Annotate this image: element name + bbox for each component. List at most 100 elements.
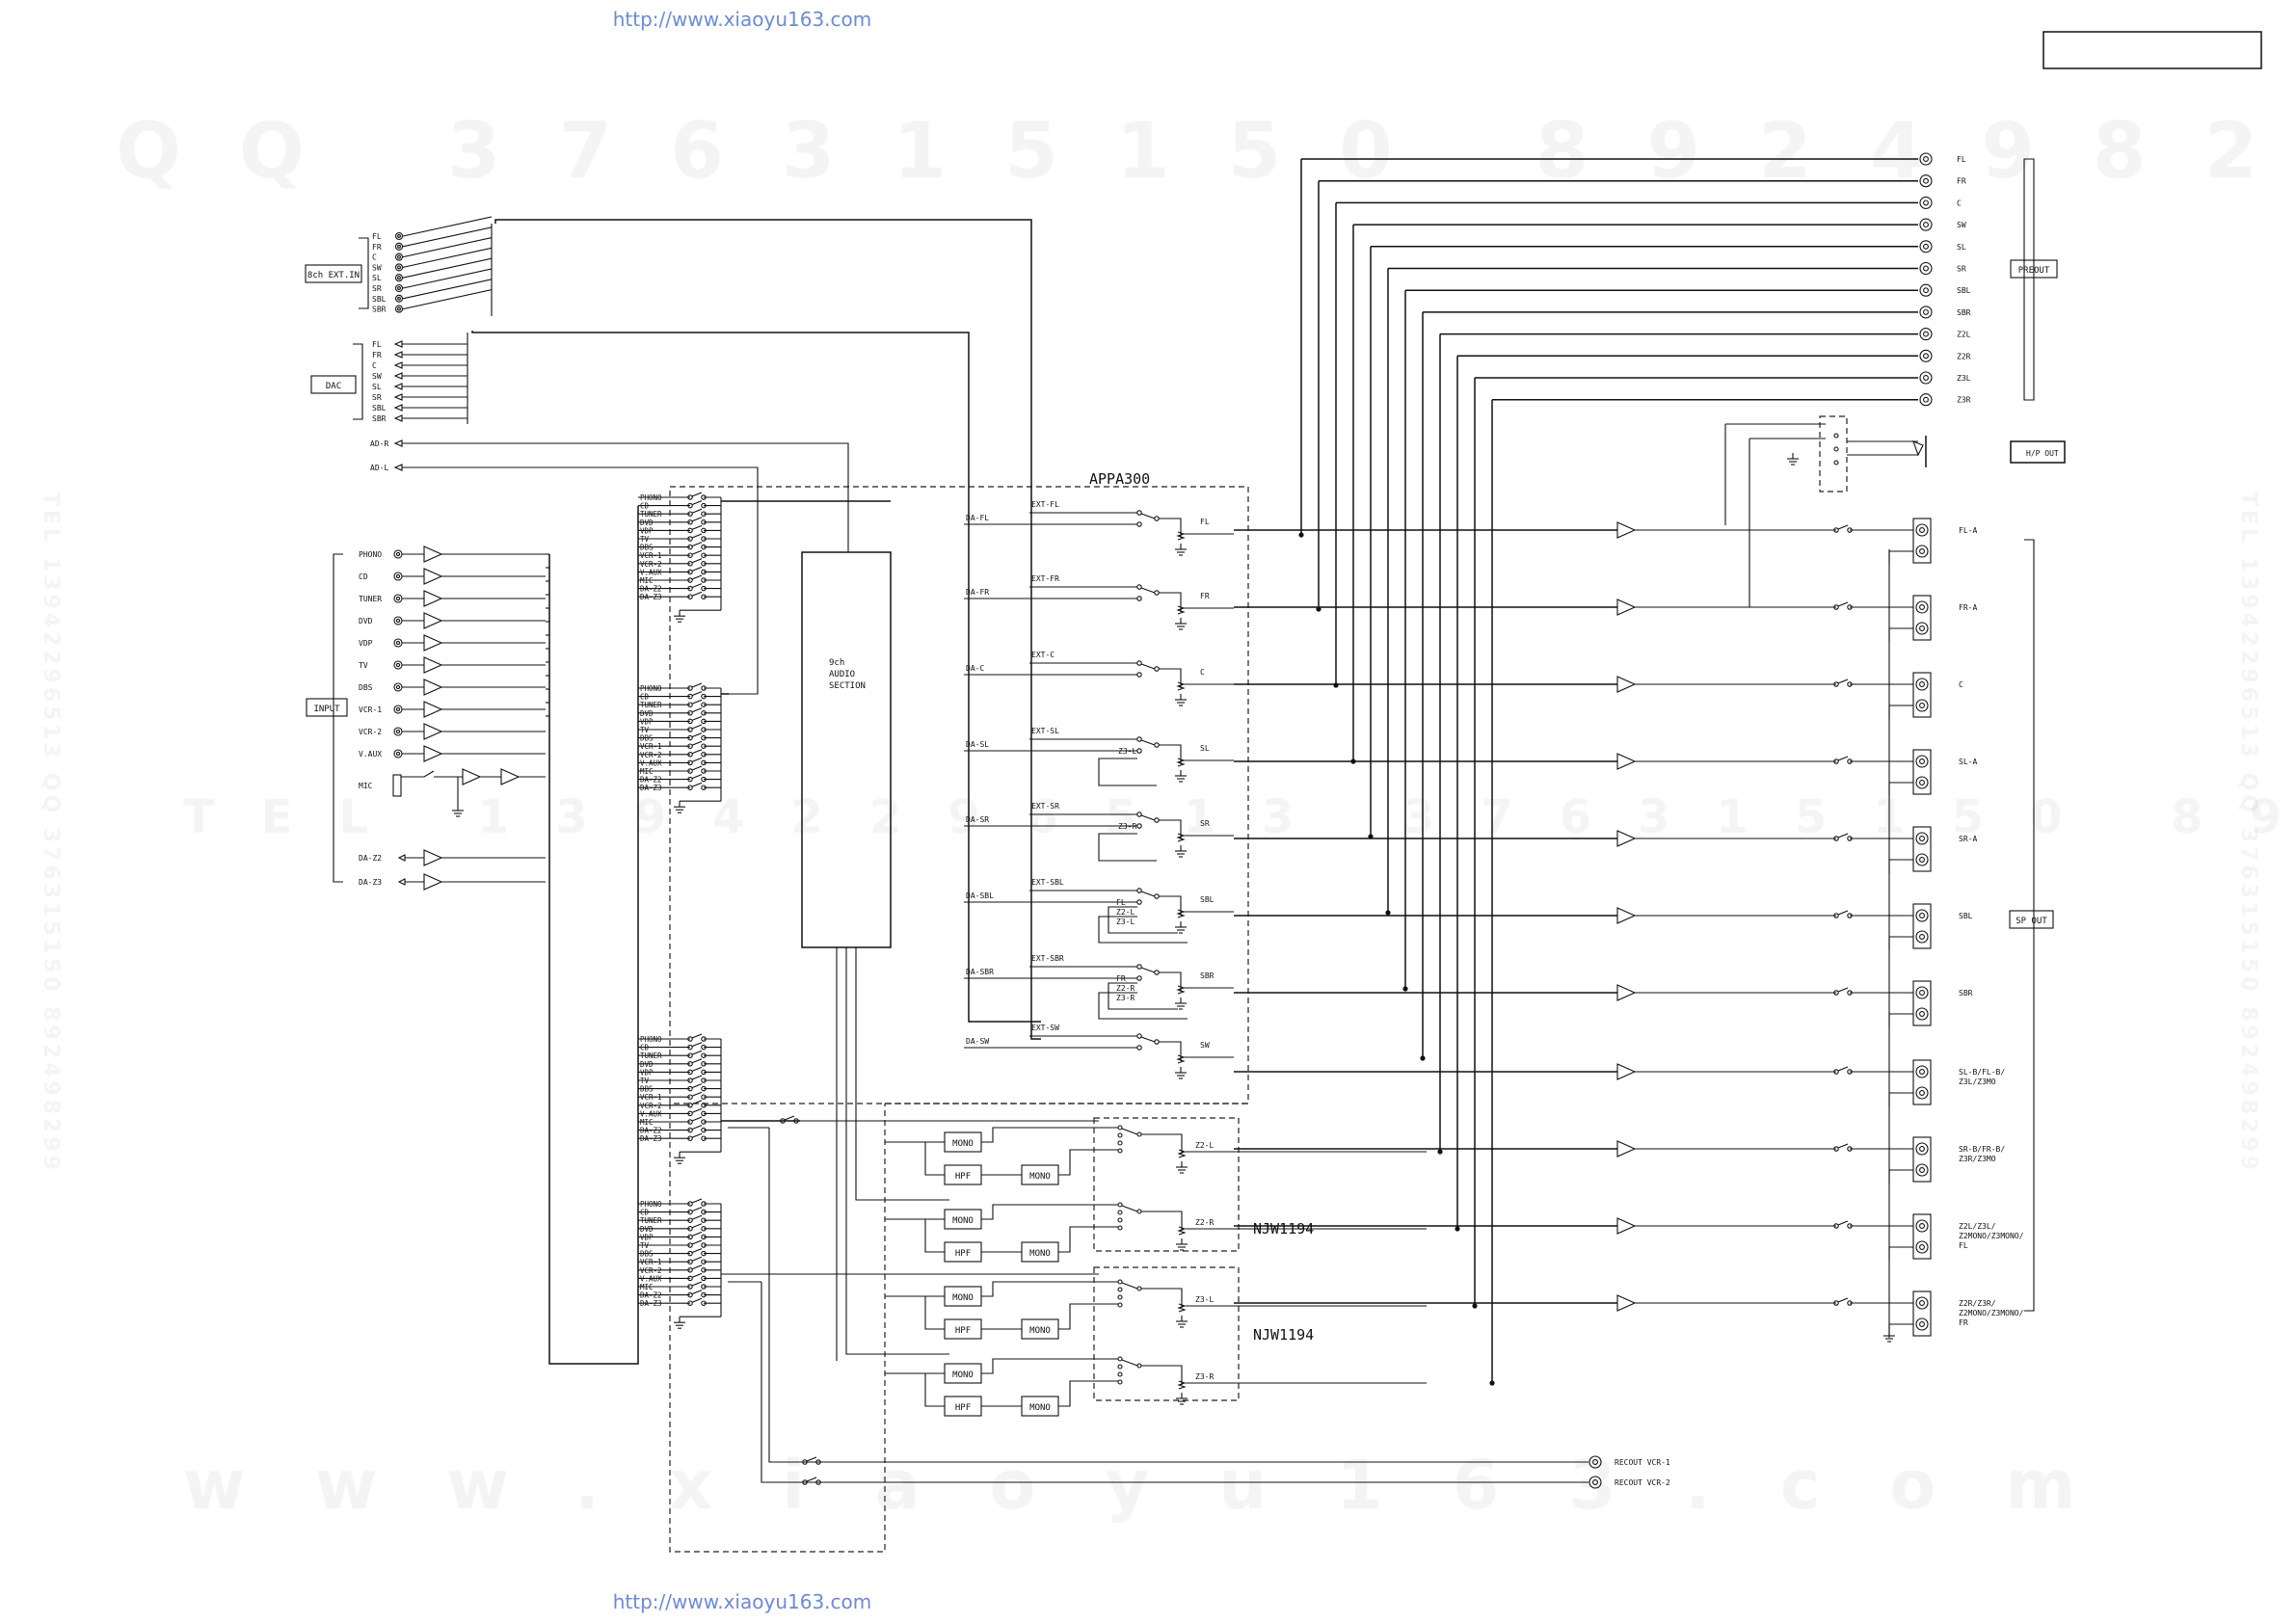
dac-arrow bbox=[393, 393, 403, 401]
speaker-relay-blade bbox=[1837, 833, 1849, 838]
channel-zone-label: FR bbox=[1116, 974, 1126, 983]
watermark-url-top[interactable]: http://www.xiaoyu163.com bbox=[612, 8, 872, 31]
volume-wire bbox=[1159, 819, 1182, 839]
speaker-label: SR-A bbox=[1959, 835, 1977, 843]
selector-switch-contact bbox=[687, 511, 693, 517]
speaker-terminal-neg bbox=[1915, 699, 1929, 712]
speaker-label: SBL bbox=[1959, 912, 1973, 920]
sp-out-group-box-label: SP OUT bbox=[2016, 917, 2047, 926]
channel-da-label: DA-FL bbox=[966, 514, 989, 522]
dac-arrow bbox=[393, 404, 403, 412]
static-layout bbox=[426, 31, 2262, 1553]
ext-in-wire bbox=[402, 247, 493, 268]
selector-switch-blade bbox=[691, 1125, 703, 1131]
selector-switch-contact bbox=[687, 594, 693, 599]
zone-loop bbox=[1098, 916, 1188, 944]
hp-out-label: H/P OUT bbox=[2026, 449, 2059, 458]
ext-in-group-box bbox=[305, 264, 362, 283]
preout-bracket bbox=[2024, 158, 2035, 401]
junction-dot bbox=[1402, 986, 1408, 992]
da-input-label: DA-Z3 bbox=[359, 878, 382, 887]
channel-switch-blade bbox=[1140, 967, 1156, 973]
zone-out-label: Z2-R bbox=[1195, 1218, 1214, 1227]
zone-wire bbox=[924, 1219, 945, 1253]
selector-switch-blade bbox=[691, 724, 703, 730]
speaker-terminal-pos bbox=[1915, 600, 1929, 614]
preout-jack-center bbox=[1923, 177, 1929, 184]
preout-jack-center bbox=[1923, 222, 1929, 228]
ext-in-jack-center bbox=[397, 234, 401, 238]
channel-switch-contact bbox=[1136, 736, 1142, 742]
dac-arrow bbox=[393, 361, 403, 369]
volume-resistor bbox=[1176, 1054, 1186, 1064]
channel-ext-label: EXT-SBL bbox=[1031, 878, 1064, 887]
selector-switch-blade bbox=[691, 1042, 703, 1048]
speaker-terminal-neg bbox=[1915, 545, 1929, 558]
selector-switch-blade bbox=[691, 583, 703, 589]
selector-switch-blade bbox=[691, 774, 703, 780]
volume-wire bbox=[1159, 592, 1182, 612]
channel-ext-label: EXT-FR bbox=[1031, 574, 1059, 583]
zone-out-label: Z2-L bbox=[1195, 1141, 1214, 1150]
ext-in-jack-center bbox=[397, 286, 401, 290]
channel-out-label: SW bbox=[1200, 1041, 1210, 1050]
selector-switch-blade bbox=[691, 1281, 703, 1287]
channel-zone-label: Z3-L bbox=[1116, 918, 1135, 926]
njw1194-block-1 bbox=[1093, 1117, 1240, 1252]
input-jack-center bbox=[395, 662, 401, 668]
channel-switch-common bbox=[1154, 516, 1160, 521]
speaker-terminal-pos bbox=[1915, 523, 1929, 537]
njw-switch-contact bbox=[1117, 1287, 1123, 1292]
speaker-terminal-pos bbox=[1915, 755, 1929, 768]
input-buffer bbox=[423, 590, 443, 607]
zone-wire bbox=[981, 1281, 1118, 1297]
channel-switch-common bbox=[1154, 817, 1160, 823]
recout-jack-center bbox=[1592, 1479, 1598, 1485]
zone-wire bbox=[1058, 1149, 1118, 1176]
ext-in-wire bbox=[402, 237, 493, 258]
njw-switch-blade bbox=[1121, 1128, 1138, 1135]
speaker-relay-blade bbox=[1837, 987, 1849, 993]
speaker-terminal-neg-center bbox=[1919, 857, 1925, 863]
zone-wire bbox=[1058, 1226, 1118, 1253]
ext-in-channel-label: C bbox=[372, 253, 377, 262]
selector-switch-blade bbox=[691, 1248, 703, 1254]
speaker-terminal-pos-center bbox=[1919, 836, 1925, 841]
selector-switch-contact bbox=[687, 1250, 693, 1257]
preout-jack-center bbox=[1923, 353, 1929, 359]
preout-jack bbox=[1919, 393, 1933, 407]
zone-out-label: Z3-L bbox=[1195, 1295, 1214, 1304]
speaker-relay-contact bbox=[1833, 1069, 1839, 1075]
channel-out-label: SR bbox=[1200, 819, 1210, 828]
dac-arrow bbox=[393, 383, 403, 390]
volume-resistor bbox=[1176, 758, 1186, 767]
channel-switch-common bbox=[1154, 1039, 1160, 1045]
power-amp bbox=[1616, 676, 1637, 693]
preout-jack bbox=[1919, 174, 1933, 188]
selector-switch-blade bbox=[691, 1239, 703, 1245]
recout-label: RECOUT VCR-1 bbox=[1615, 1458, 1670, 1467]
watermark-url-bottom[interactable]: http://www.xiaoyu163.com bbox=[612, 1590, 872, 1613]
input-jack-center bbox=[395, 640, 401, 646]
speaker-terminal-pos bbox=[1915, 1219, 1929, 1233]
selector-switch-blade bbox=[691, 1058, 703, 1064]
njw-volume bbox=[1177, 1149, 1187, 1158]
da-buffer bbox=[423, 849, 443, 866]
audio-section-label: 9ch bbox=[829, 658, 844, 668]
channel-switch-contact bbox=[1136, 975, 1142, 981]
speaker-terminal-pos bbox=[1915, 909, 1929, 922]
channel-ext-label: EXT-SR bbox=[1031, 802, 1059, 811]
njw-switch-contact bbox=[1117, 1217, 1123, 1223]
speaker-terminal-neg-center bbox=[1919, 1244, 1925, 1250]
zone-hpf-box-label: HPF bbox=[955, 1326, 971, 1336]
volume-wire bbox=[1159, 971, 1182, 992]
preout-jack-center bbox=[1923, 243, 1929, 250]
njw-switch-common bbox=[1136, 1209, 1142, 1214]
ext-in-group-box-label: 8ch EXT.IN bbox=[307, 271, 360, 280]
speaker-terminal-pos bbox=[1915, 832, 1929, 845]
input-jack-center bbox=[395, 729, 401, 734]
power-amp bbox=[1616, 753, 1637, 770]
ext-in-wire bbox=[402, 268, 493, 289]
selector-switch-blade bbox=[691, 1132, 703, 1138]
selector-switch-contact bbox=[687, 1201, 693, 1207]
